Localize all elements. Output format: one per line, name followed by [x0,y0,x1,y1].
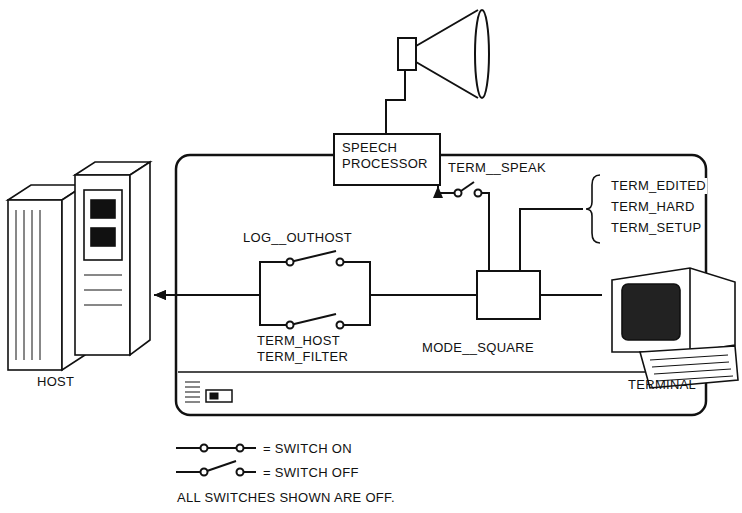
signal-name: TERM_SETUP [610,220,702,236]
switch-symbol [287,314,344,329]
switch-name: TERM__SPEAK [447,160,547,176]
connector [154,262,476,295]
legend-switch-on [237,445,244,452]
node-label: MODE__SQUARE [422,340,534,356]
switch-symbol [455,182,482,197]
switch-symbol [287,259,294,266]
speaker [386,10,489,133]
bracket-wire [520,209,583,270]
host-computer [16,210,40,360]
host-computer [84,275,122,305]
switch-name: LOG__OUTHOST [242,230,353,246]
host-computer: HOST [4,160,154,392]
signal-name: TERM_EDITED [610,178,707,194]
terminal [612,268,738,388]
note: ALL SWITCHES SHOWN ARE OFF. [176,490,396,506]
terminal: TERMINAL [602,262,738,397]
host-computer [75,175,130,355]
node-label: TERMINAL [628,377,696,393]
terminal [689,268,691,352]
legend-switch-off [204,461,236,472]
housing [210,393,218,399]
switch-symbol [287,251,344,266]
mode-square: MODE__SQUARE [476,270,541,320]
node-label: SPEECH PROCESSOR [342,140,432,173]
housing [185,382,200,402]
housing [178,371,704,373]
legend-text: = SWITCH OFF [262,465,360,481]
switch-symbol [290,314,336,325]
host-computer [84,190,122,260]
signal-name: TERM_HARD [610,199,696,215]
host-computer [8,162,150,370]
host-computer [130,162,150,355]
host-computer [91,200,115,218]
legend-switch-on [201,445,208,452]
legend-text: = SWITCH ON [262,441,353,457]
legend-switch-off [176,471,200,473]
connector [541,294,602,296]
switch-symbol [287,322,294,329]
switch-symbol [337,259,344,266]
node-label: HOST [37,374,74,390]
terminal [612,268,735,352]
switch-symbol [290,251,336,262]
legend-switch-on [176,447,200,449]
speaker [416,10,478,98]
switch-symbol [337,322,344,329]
connector [154,295,476,325]
speaker [398,38,416,70]
bracket-wire [520,175,600,270]
host-computer [91,228,115,246]
legend-switch-off [237,469,244,476]
speaker [475,10,489,98]
bracket-wire [586,175,600,243]
legend-switch-on [208,447,236,449]
legend-switch-on [176,445,256,452]
legend-switch-off [244,471,256,473]
switch-name: TERM_HOST TERM_FILTER [256,333,358,366]
processor-box: SPEECH PROCESSOR [333,133,441,186]
speaker [386,70,405,133]
switch-symbol [455,190,462,197]
terminal [622,284,680,340]
connector [438,186,489,270]
host-computer [8,200,62,370]
legend-switch-on [244,447,256,449]
legend-switch-off [176,461,256,476]
legend-switch-off [201,469,208,476]
switch-symbol [475,190,482,197]
housing [206,390,232,402]
